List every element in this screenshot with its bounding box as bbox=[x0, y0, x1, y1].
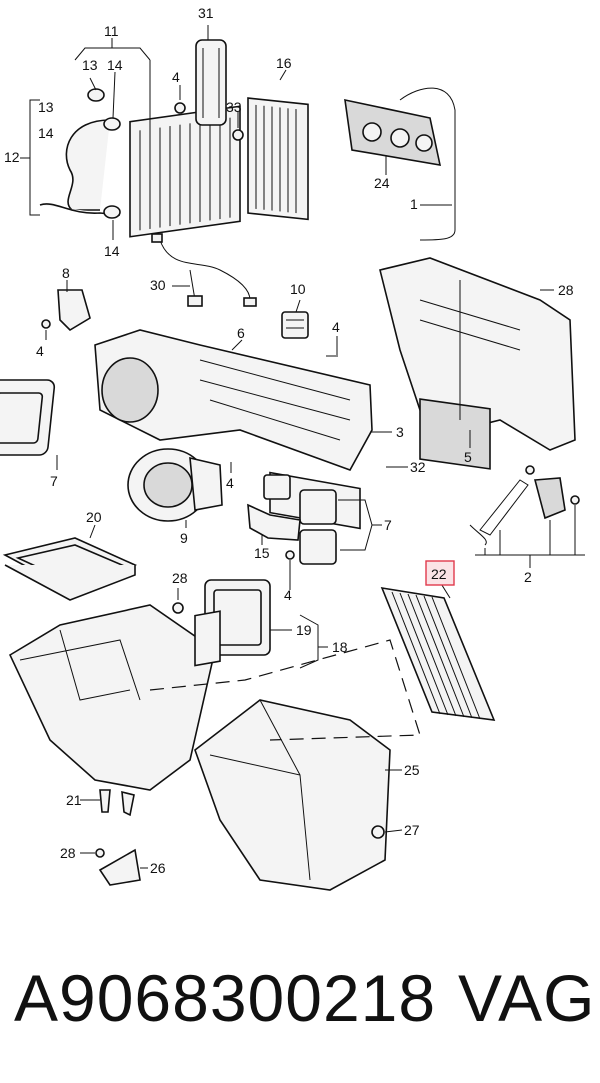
dust-pollen-filter bbox=[380, 586, 496, 721]
bracket-26 bbox=[95, 848, 141, 886]
callout-28-bottom: 28 bbox=[60, 845, 76, 861]
callout-11: 11 bbox=[104, 23, 119, 39]
evaporator-housing bbox=[379, 257, 576, 470]
callout-6: 6 bbox=[237, 325, 245, 341]
leader-lines bbox=[20, 25, 585, 869]
callout-21: 21 bbox=[66, 792, 82, 808]
callout-20: 20 bbox=[86, 509, 102, 525]
callout-13-top: 13 bbox=[82, 57, 98, 73]
callout-31: 31 bbox=[198, 5, 214, 21]
callout-27: 27 bbox=[404, 822, 420, 838]
callout-10: 10 bbox=[290, 281, 306, 297]
callout-18: 18 bbox=[332, 639, 348, 655]
lower-housing-left bbox=[8, 602, 221, 817]
callout-2: 2 bbox=[524, 569, 532, 585]
callout-22: 22 bbox=[431, 566, 447, 582]
seal-frame bbox=[0, 379, 56, 456]
callout-9: 9 bbox=[180, 530, 188, 546]
highlighted-callout-22[interactable]: 22 bbox=[425, 560, 455, 586]
seal-19 bbox=[204, 579, 271, 656]
seal-set bbox=[263, 474, 337, 565]
callout-33: 33 bbox=[226, 99, 242, 115]
actuator-part bbox=[41, 289, 91, 332]
evaporator-part bbox=[232, 97, 309, 221]
callout-4-e: 4 bbox=[284, 587, 292, 603]
callout-8: 8 bbox=[62, 265, 70, 281]
callout-7-right: 7 bbox=[384, 517, 392, 533]
callout-30: 30 bbox=[150, 277, 166, 293]
callout-14-top: 14 bbox=[107, 57, 123, 73]
callout-5: 5 bbox=[464, 449, 472, 465]
highlight-box bbox=[425, 560, 455, 586]
callout-14-bottom: 14 bbox=[104, 243, 120, 259]
callout-4-a: 4 bbox=[172, 69, 180, 85]
heater-core-assembly bbox=[39, 88, 241, 238]
callout-32: 32 bbox=[410, 459, 426, 475]
callout-25: 25 bbox=[404, 762, 420, 778]
wiring-harness bbox=[151, 233, 257, 307]
callout-15: 15 bbox=[254, 545, 270, 561]
callout-4-b: 4 bbox=[332, 319, 340, 335]
bracket-part bbox=[247, 503, 301, 560]
callout-19: 19 bbox=[296, 622, 312, 638]
callout-14-left: 14 bbox=[38, 125, 54, 141]
footer: A9068300218 VAG bbox=[0, 950, 600, 1050]
linkage-set bbox=[469, 465, 580, 546]
frame-seal bbox=[2, 537, 138, 601]
blower-motor bbox=[127, 448, 223, 522]
air-flap-part bbox=[174, 39, 227, 126]
callout-4-c: 4 bbox=[36, 343, 44, 359]
callout-7-left: 7 bbox=[50, 473, 58, 489]
callout-12: 12 bbox=[4, 149, 20, 165]
lower-housing-right bbox=[194, 699, 391, 891]
callout-3: 3 bbox=[396, 424, 404, 440]
brand-name: VAG bbox=[458, 961, 596, 1035]
callout-24: 24 bbox=[374, 175, 390, 191]
part-number: A9068300218 bbox=[14, 961, 437, 1035]
hvac-exploded-diagram: 31 11 13 14 4 16 33 13 14 12 24 1 14 8 3… bbox=[0, 5, 585, 891]
callout-1: 1 bbox=[410, 196, 418, 212]
climate-control-panel bbox=[344, 87, 456, 241]
callout-4-d: 4 bbox=[226, 475, 234, 491]
callout-13-left: 13 bbox=[38, 99, 54, 115]
air-distribution-housing bbox=[94, 329, 373, 530]
callout-16: 16 bbox=[276, 55, 292, 71]
callout-28-top: 28 bbox=[558, 282, 574, 298]
callout-28-mid: 28 bbox=[172, 570, 188, 586]
alignment-line bbox=[149, 639, 421, 741]
resistor-part bbox=[281, 311, 309, 339]
callout-26: 26 bbox=[150, 860, 166, 876]
